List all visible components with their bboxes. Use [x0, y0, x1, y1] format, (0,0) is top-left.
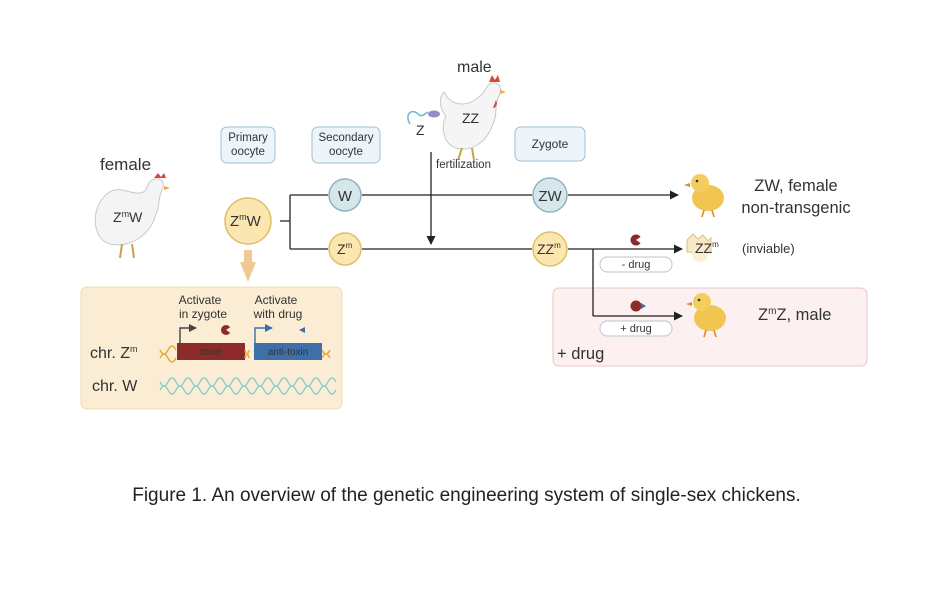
antitoxin-small-icon [299, 327, 305, 333]
secondary-w-label: W [338, 188, 353, 205]
stage-box-primary [220, 126, 276, 164]
zygote-zw-label: ZW [538, 188, 562, 205]
primary-oocyte-genotype: ZmW [230, 212, 262, 230]
zygote-zw [532, 177, 568, 213]
figure-caption: Figure 1. An overview of the genetic eng… [132, 485, 801, 506]
inviable-egg-icon [686, 233, 712, 262]
chr-z-label: chr. Zm [90, 344, 138, 362]
zygote-promoter-arrow [179, 324, 197, 343]
drug-panel-label: + drug [557, 345, 604, 363]
antitoxin-gene [254, 343, 322, 360]
stage-box-zygote [514, 126, 586, 162]
primary-oocyte-cell [224, 197, 272, 245]
hen-icon [94, 173, 170, 259]
stage-box-secondary [311, 126, 381, 164]
zw-outcome-line2: non-transgenic [741, 199, 850, 217]
drug-promoter-arrow [254, 324, 273, 343]
chr-w-dna [159, 377, 337, 395]
toxin-gene [177, 343, 245, 360]
inviable-genotype: ZZm [695, 240, 719, 256]
chick-icon [684, 174, 724, 218]
inviable-label: (inviable) [742, 241, 795, 256]
secondary-oocyte-line1: Secondary [319, 132, 374, 144]
zygote-zzm [532, 231, 568, 267]
activate-zygote-line1: Activate [179, 293, 222, 307]
plus-drug-label: + drug [620, 323, 652, 335]
branch-zzm [568, 248, 594, 316]
plus-drug-pill [599, 320, 673, 337]
rooster-icon [439, 75, 506, 161]
chr-z-dna-right [321, 349, 331, 359]
activate-drug-line2: with drug [253, 307, 303, 321]
toxin-protein-icon [630, 234, 642, 246]
chr-z-dna-left [159, 345, 177, 363]
zw-outcome-line1: ZW, female [754, 177, 837, 195]
secondary-oocyte-zm [328, 232, 362, 266]
secondary-zm-label: Zm [337, 241, 353, 257]
sperm-icon [407, 110, 440, 125]
male-genotype: ZZ [462, 110, 480, 126]
toxin-protein-small-icon [221, 325, 232, 335]
zygote-label: Zygote [532, 137, 569, 151]
secondary-oocyte-w [328, 178, 362, 212]
male-chick-icon [686, 293, 726, 338]
secondary-oocyte-line2: oocyte [329, 146, 363, 158]
arrow-down-head [240, 262, 256, 282]
chr-z-dna-mid [244, 349, 250, 359]
female-label: female [100, 155, 151, 174]
zygote-zzm-label: ZZm [537, 241, 561, 257]
sperm-label: Z [416, 122, 425, 138]
activate-zygote-line2: in zygote [179, 307, 227, 321]
toxin-label: toxin [200, 347, 221, 358]
split-bracket [280, 194, 328, 250]
primary-oocyte-line1: Primary [228, 132, 268, 144]
male-label: male [457, 59, 492, 76]
fertilization-label: fertilization [436, 159, 491, 171]
minus-drug-pill [599, 256, 673, 273]
antitoxin-label: anti-toxin [268, 347, 309, 358]
activate-drug-line1: Activate [255, 293, 298, 307]
chr-w-label: chr. W [92, 378, 138, 395]
male-outcome-label: ZmZ, male [758, 306, 831, 324]
female-genotype: ZmW [113, 209, 143, 225]
minus-drug-label: - drug [622, 259, 651, 271]
neutralized-toxin-icon [630, 300, 646, 312]
primary-oocyte-line2: oocyte [231, 146, 265, 158]
